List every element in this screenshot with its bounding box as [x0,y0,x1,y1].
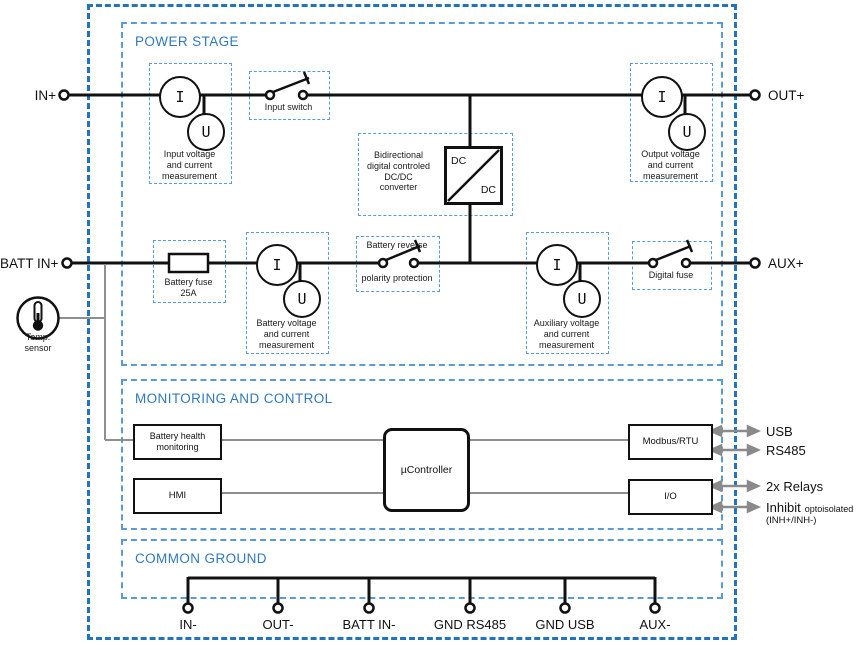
meter-letter: U [297,290,307,308]
reverse-polarity-label-bottom: polarity protection [361,273,433,283]
dcdc-converter-box [358,133,513,216]
relays-arrow [707,479,762,493]
inhibit-note: optoisolated [804,504,854,514]
outer-dashed-border [87,4,737,640]
input-measurement-label: Input voltage and current measurement [161,149,218,181]
gnd-out-minus-label: OUT- [262,617,294,632]
meter-letter: I [175,88,185,106]
output-measurement-label: Output voltage and current measurement [641,149,700,181]
dcdc-converter-label: Bidirectional digital controled DC/DC co… [366,150,431,193]
battery-measurement-label: Battery voltage and current measurement [256,318,317,350]
output-measurement-box [630,63,713,182]
out-plus-label: OUT+ [768,88,805,103]
digital-fuse-box [632,241,712,290]
gnd-batt-in-minus-label: BATT IN- [342,617,396,632]
aux-measurement-label: Auxiliary voltage and current measuremen… [533,318,600,350]
modbus-box: Modbus/RTU [628,424,713,460]
input-voltage-meter: U [187,113,225,151]
dcdc-converter: DC DC [444,146,503,205]
voltage-meter-stubs [202,95,687,281]
battery-fuse-symbol [167,252,210,274]
relays-label: 2x Relays [766,479,824,494]
input-switch-label: Input switch [264,102,313,112]
usb-label: USB [766,424,793,439]
aux-current-meter: I [536,244,578,286]
rs485-arrow [707,443,762,457]
temp-sensor-label: Temp. sensor [24,332,52,353]
gnd-usb-label: GND USB [535,617,595,632]
monitoring-title: MONITORING AND CONTROL [135,391,333,406]
meter-letter: U [201,123,211,141]
meter-letter: I [657,88,667,106]
battery-voltage-meter: U [283,280,321,318]
inhibit-sub-label: (INH+/INH-) [766,515,817,526]
battery-current-meter: I [256,244,298,286]
output-current-meter: I [641,76,683,118]
io-box: I/O [628,479,713,515]
gnd-in-minus-label: IN- [179,617,197,632]
meter-letter: I [552,256,562,274]
dcdc-top-label: DC [451,155,467,167]
gnd-aux-minus-label: AUX- [639,617,671,632]
reverse-polarity-label-top: Battery reverse [366,240,428,250]
port-arrows [707,424,762,514]
battery-health-box: Battery health monitoring [133,424,222,460]
temp-sensor-icon [16,296,60,340]
battery-measurement-box [246,232,329,354]
battery-fuse-label: Battery fuse 25A [164,277,213,298]
meter-letter: I [272,256,282,274]
dcdc-diagonal [447,149,500,202]
digital-fuse-label: Digital fuse [648,270,694,280]
aux-voltage-meter: U [563,280,601,318]
aux-measurement-box [526,232,609,354]
digital-fuse-switch-symbol [647,239,694,269]
input-current-meter: I [159,76,201,118]
usb-arrow [707,424,762,438]
reverse-polarity-switch-symbol [377,239,422,269]
terminal-circles [58,89,761,614]
in-plus-label: IN+ [34,88,56,103]
meter-letter: U [577,290,587,308]
power-stage-title: POWER STAGE [135,34,239,49]
aux-plus-label: AUX+ [768,256,804,271]
output-voltage-meter: U [668,113,706,151]
inhibit-text: Inhibit [766,500,801,515]
rs485-label: RS485 [766,443,806,458]
sense-lines [58,264,629,494]
mcu-box: µController [383,428,470,512]
battery-fuse-box [153,240,226,303]
inhibit-arrow [707,500,762,514]
dcdc-bottom-label: DC [480,184,496,196]
ground-bus [186,576,657,603]
meter-letter: U [682,123,692,141]
input-switch-symbol [264,71,311,101]
input-measurement-box [149,63,232,184]
common-ground-section [121,539,723,599]
power-stage-section [121,22,723,366]
hmi-box: HMI [133,478,222,514]
common-ground-title: COMMON GROUND [135,551,267,566]
batt-in-plus-label: BATT IN+ [0,256,59,271]
gnd-rs485-label: GND RS485 [433,617,507,632]
